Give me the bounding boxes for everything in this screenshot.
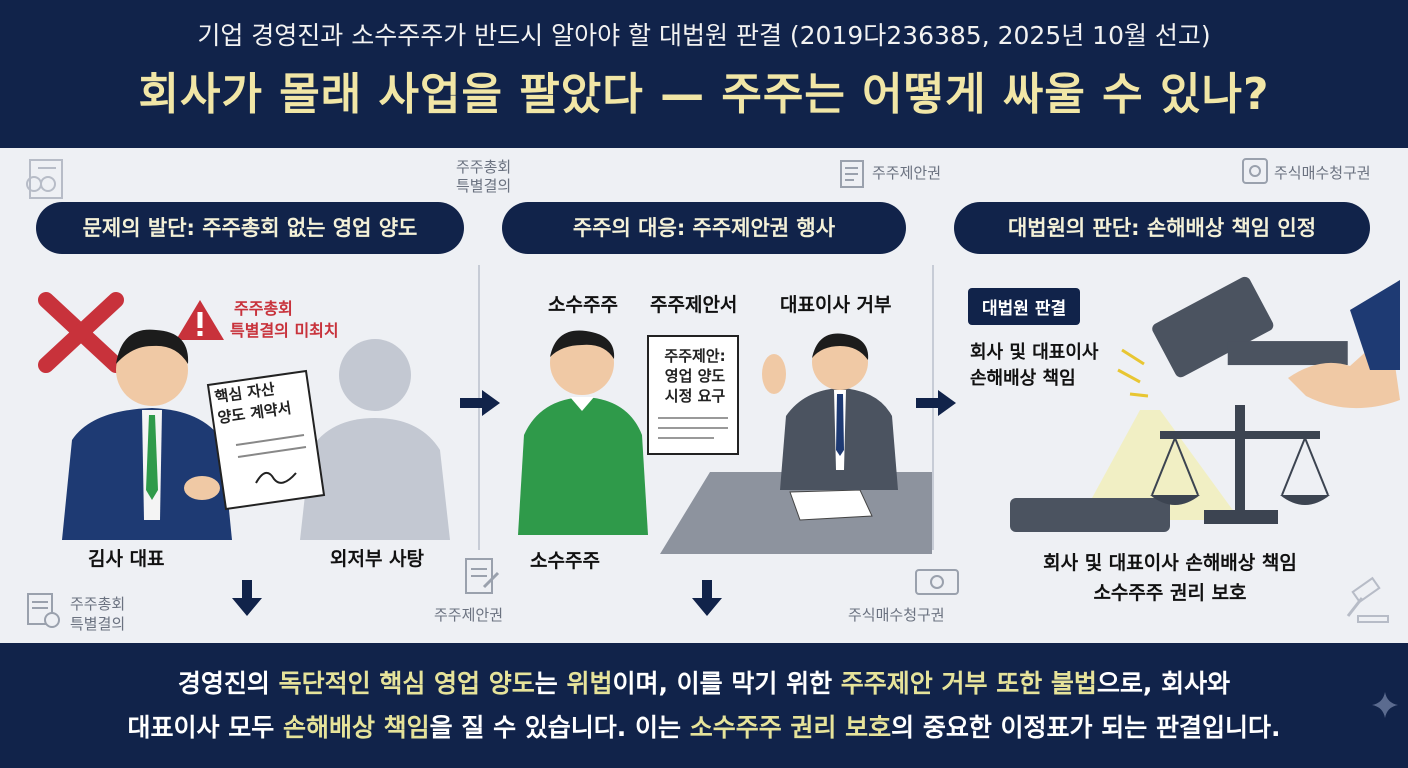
arrow-right-icon-2: [916, 390, 956, 416]
page-subtitle: 기업 경영진과 소수주주가 반드시 알아야 할 대법원 판결 (2019다236…: [197, 21, 1211, 50]
proposal-right-label: 주주제안권: [434, 606, 504, 624]
footer-line-2: 대표이사 모두 손해배상 책임을 질 수 있습니다. 이는 소수주주 권리 보호…: [127, 713, 1281, 742]
ceo-figure: [62, 329, 232, 540]
proposal-label: 주주제안서: [650, 294, 738, 316]
gavel-small-icon: [1346, 576, 1389, 623]
money-icon: [915, 569, 959, 595]
proposal-right-icon: [465, 558, 500, 594]
panel2-heading: 주주의 대응: 주주제안권 행사: [502, 202, 906, 254]
contract-document: [206, 369, 326, 511]
supreme-court-badge: 대법원 판결: [968, 288, 1081, 325]
warning-icon: [176, 300, 224, 340]
panel3-heading: 대법원의 판단: 손해배상 책임 인정: [954, 202, 1370, 254]
footer-line-1: 경영진의 독단적인 핵심 영업 양도는 위법이며, 이를 막기 위한 주주제안 …: [177, 669, 1231, 698]
buyer-silhouette: [300, 339, 450, 540]
shareholder-figure: [518, 330, 648, 535]
header-banner: [0, 0, 1408, 148]
arrow-down-icon-2: [692, 580, 722, 616]
top-icon-label-proposal: 주주제안권: [872, 164, 942, 182]
cross-icon: [38, 292, 124, 373]
arrow-down-icon-1: [232, 580, 262, 616]
ceo-label: 김사 대표: [88, 548, 165, 570]
buyer-label: 외저부 사탕: [330, 548, 425, 570]
arrow-right-icon-1: [460, 390, 500, 416]
ceo-refusing-figure: [762, 333, 898, 490]
desk: [660, 472, 932, 554]
gavel-and-scale: [1010, 276, 1400, 532]
proposal-document-icon: [840, 160, 864, 188]
top-right-icon-label: 주식매수청구권: [1274, 164, 1371, 182]
shareholder-bottom-label: 소수주주: [530, 550, 600, 572]
sparkle-icon: [1372, 692, 1398, 718]
footer-banner: [0, 643, 1408, 768]
resolution-document-icon: [27, 593, 60, 628]
meeting-document-icon: [26, 159, 63, 199]
share-purchase-bottom-label: 주식매수청구권: [848, 606, 945, 624]
proposal-document: [647, 335, 739, 455]
ceo-refusal-label: 대표이사 거부: [780, 294, 892, 316]
shareholder-label: 소수주주: [548, 294, 618, 316]
share-purchase-icon: [1242, 158, 1268, 184]
page-title: 회사가 몰래 사업을 팔았다 — 주주는 어떻게 싸울 수 있나?: [138, 69, 1270, 120]
panel1-heading: 문제의 발단: 주주총회 없는 영업 양도: [36, 202, 464, 254]
